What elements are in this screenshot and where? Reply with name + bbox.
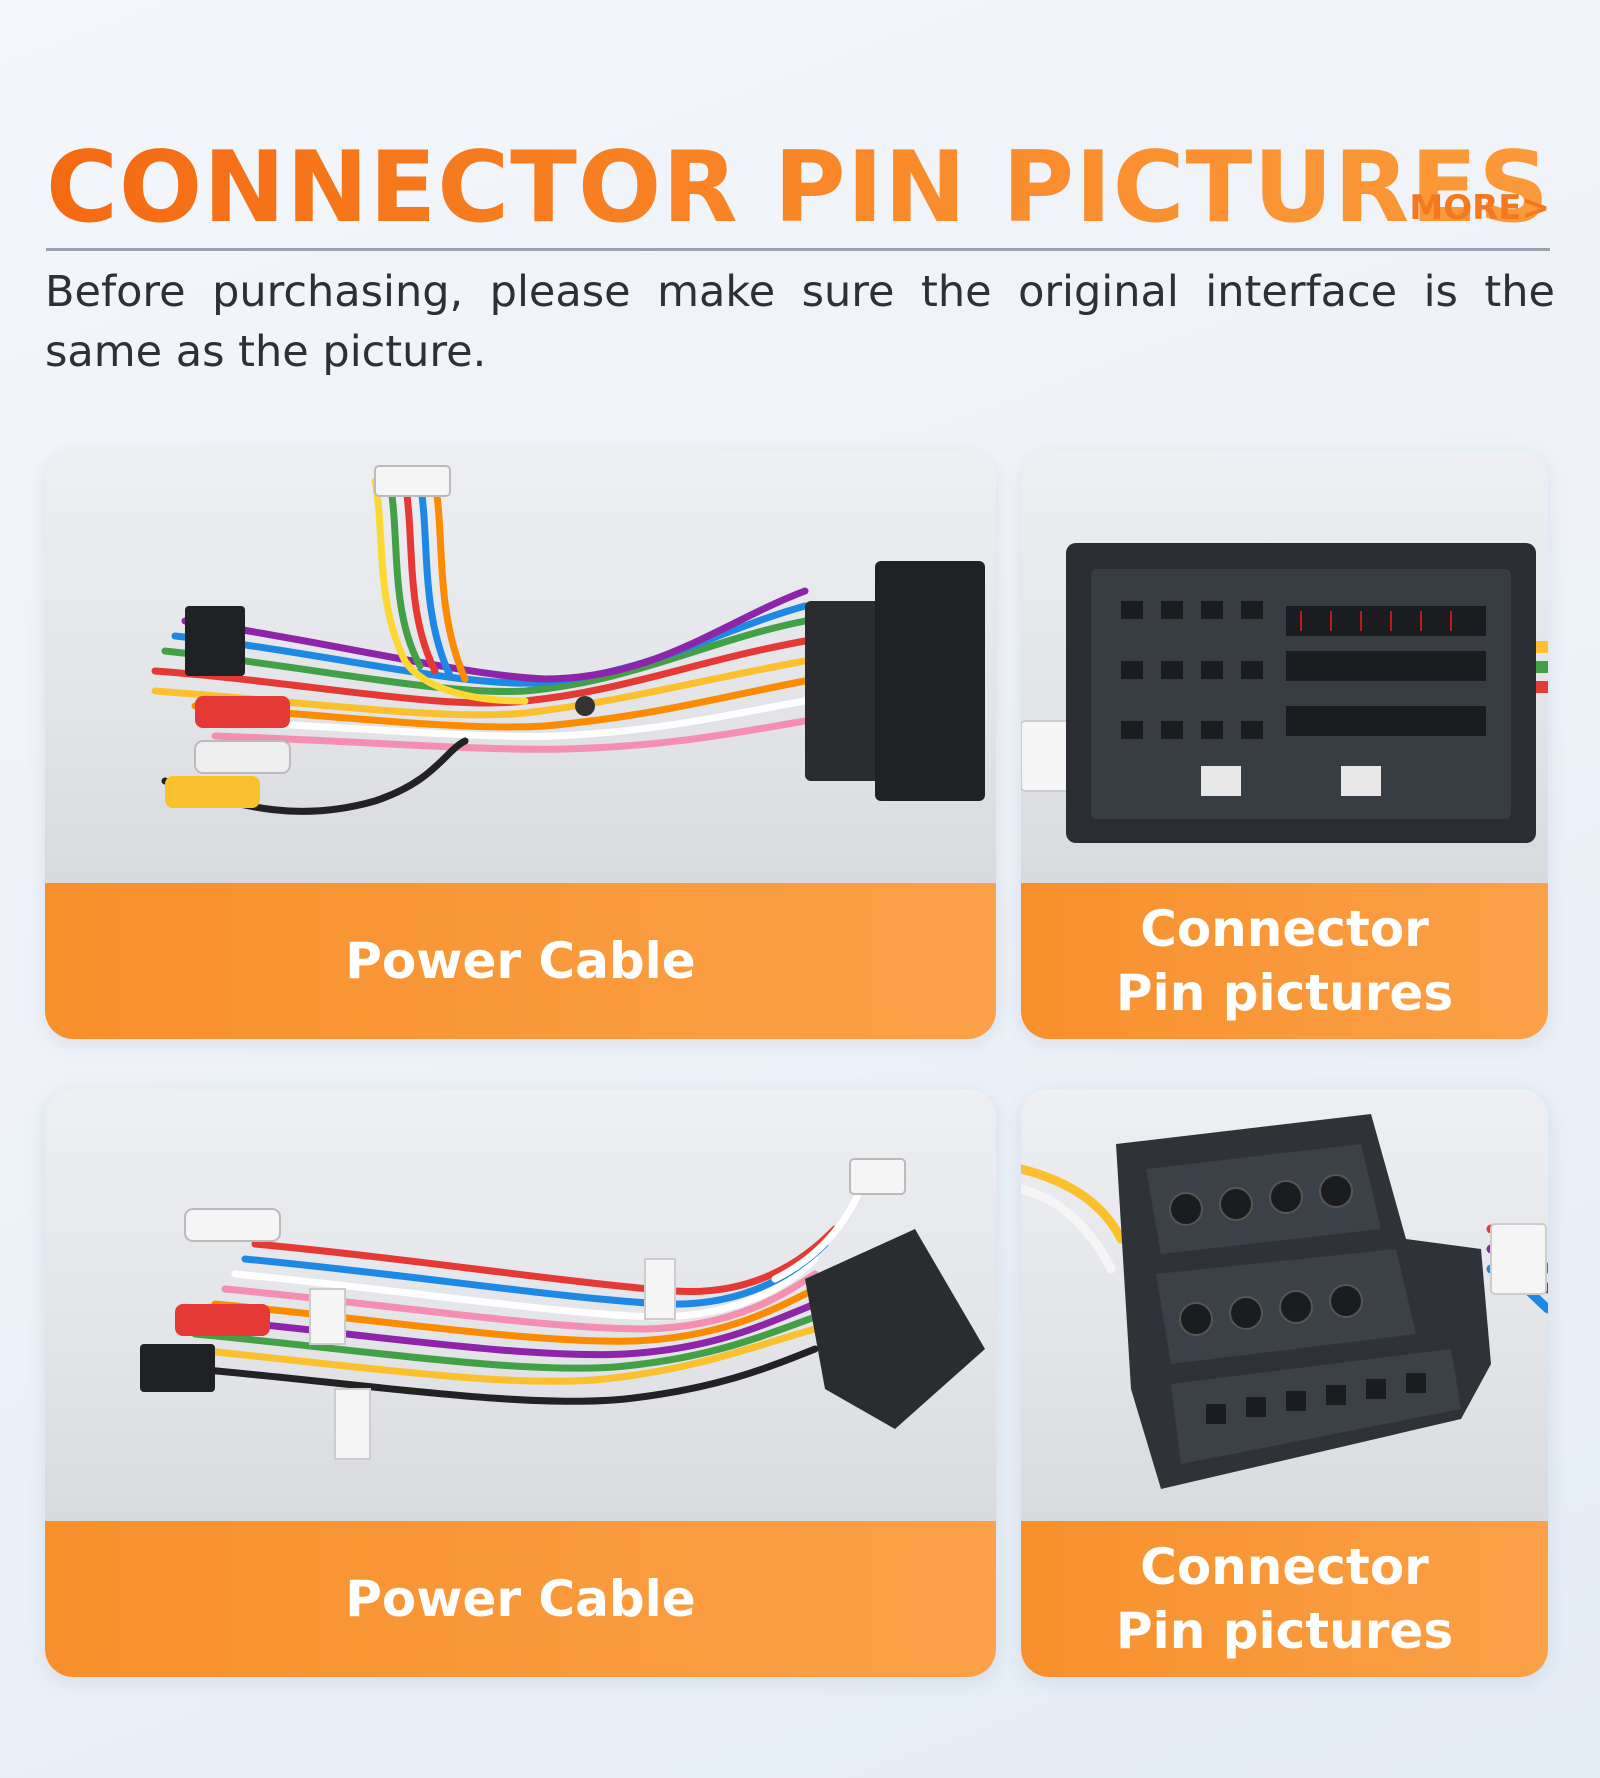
iso-connector-illustration (1021, 1114, 1548, 1489)
card-label: Connector Pin pictures (1115, 1538, 1454, 1660)
purchase-notice: Before purchasing, please make sure the … (45, 267, 1555, 377)
wiring-harness-illustration (140, 1158, 985, 1460)
card-label-bar: Connector Pin pictures (1021, 883, 1548, 1039)
product-card-power-cable-2[interactable]: Power Cable (45, 1089, 996, 1677)
connector-socket-illustration (1021, 543, 1548, 843)
connector-socket-photo (1021, 451, 1548, 883)
wiring-harness-photo (45, 451, 996, 883)
card-label-bar: Power Cable (45, 883, 996, 1039)
card-label-bar: Power Cable (45, 1521, 996, 1677)
card-label: Power Cable (345, 932, 696, 990)
product-card-connector-pins-2[interactable]: Connector Pin pictures (1021, 1089, 1548, 1677)
wiring-harness-illustration (151, 465, 985, 815)
card-label-bar: Connector Pin pictures (1021, 1521, 1548, 1677)
page-title: CONNECTOR PIN PICTURES (46, 131, 1550, 245)
section-header: CONNECTOR PIN PICTURES MORE> (46, 128, 1550, 251)
product-card-connector-pins-1[interactable]: Connector Pin pictures (1021, 451, 1548, 1039)
product-card-power-cable-1[interactable]: Power Cable (45, 451, 996, 1039)
card-label: Power Cable (345, 1570, 696, 1628)
more-link[interactable]: MORE> (1409, 188, 1550, 228)
iso-connector-photo (1021, 1089, 1548, 1521)
wiring-harness-photo (45, 1089, 996, 1521)
card-label: Connector Pin pictures (1115, 900, 1454, 1022)
